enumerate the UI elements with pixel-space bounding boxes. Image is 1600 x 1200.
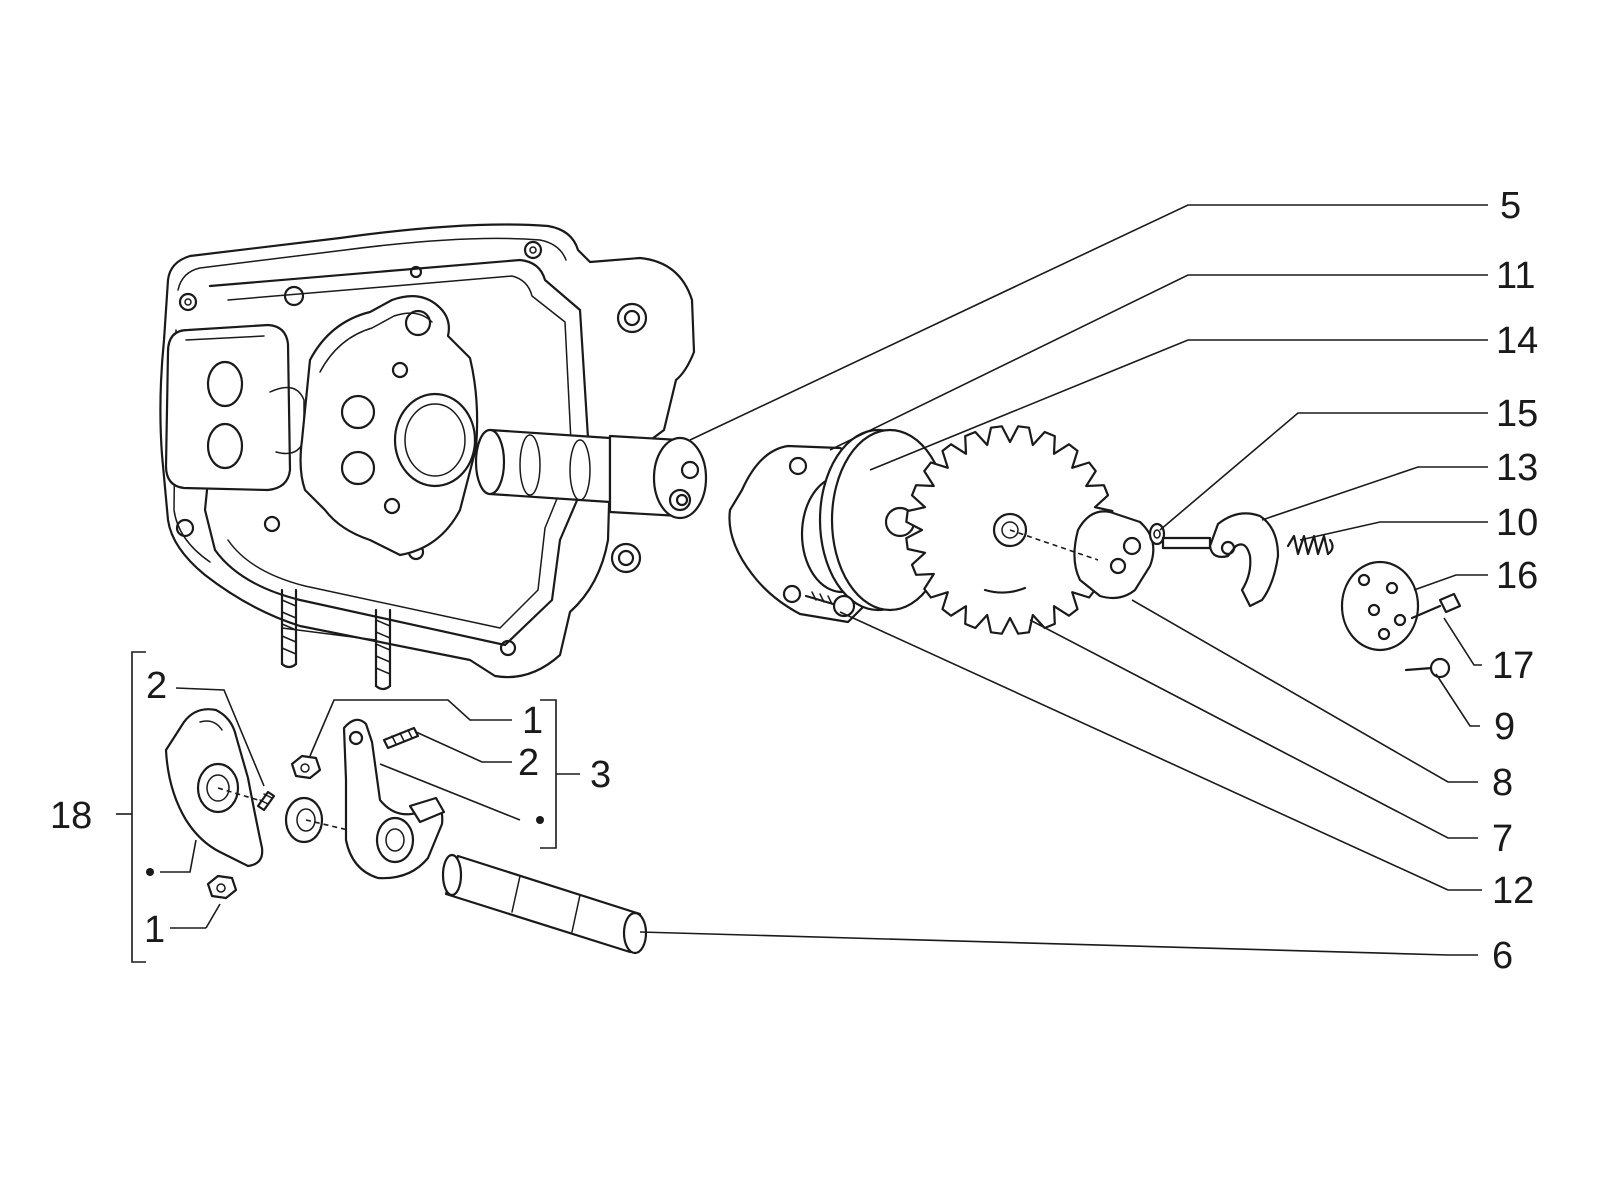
head-stud-left [280, 588, 298, 669]
callout-6: 6 [1492, 935, 1513, 977]
lock-nut-top [290, 754, 322, 780]
leader-lines [116, 204, 1488, 963]
rocker-shaft [441, 853, 648, 955]
return-spring [1286, 534, 1334, 556]
rocker-arm-exhaust [342, 718, 446, 880]
plate-screw-9 [1404, 657, 1451, 679]
head-stud-right [374, 608, 392, 691]
callout-16: 16 [1496, 555, 1538, 597]
adjuster-screw-left [256, 790, 276, 812]
callout-2-left: 2 [146, 665, 167, 707]
callout-labels: 5 11 14 15 13 10 16 17 9 8 7 12 6 3 1 2 … [50, 185, 1538, 977]
support-screw-12 [804, 591, 856, 618]
callout-18: 18 [50, 795, 92, 837]
decompressor-lever [1161, 512, 1280, 608]
callout-5: 5 [1500, 185, 1521, 227]
callout-7: 7 [1492, 818, 1513, 860]
callout-10: 10 [1496, 502, 1538, 544]
callout-1-bottom: 1 [144, 909, 165, 951]
rocker-arm-intake [164, 708, 264, 868]
callout-3: 3 [590, 754, 611, 796]
cover-plate [1340, 560, 1420, 652]
callout-14: 14 [1496, 320, 1538, 362]
bushing [284, 796, 324, 844]
callout-1-top: 1 [522, 700, 543, 742]
callout-17: 17 [1492, 645, 1534, 687]
lock-nut-left [206, 874, 238, 900]
camshaft [474, 428, 708, 520]
cylinder-head [159, 223, 696, 691]
callout-9: 9 [1494, 706, 1515, 748]
callout-11: 11 [1496, 255, 1535, 297]
cam-weight [1073, 510, 1155, 600]
callout-13: 13 [1496, 447, 1538, 489]
adjuster-screw-right [382, 726, 420, 750]
callout-12: 12 [1492, 870, 1534, 912]
callout-8: 8 [1492, 762, 1513, 804]
callout-2-right: 2 [518, 742, 539, 784]
callout-15: 15 [1496, 393, 1538, 435]
plate-screw-17 [1410, 592, 1462, 620]
